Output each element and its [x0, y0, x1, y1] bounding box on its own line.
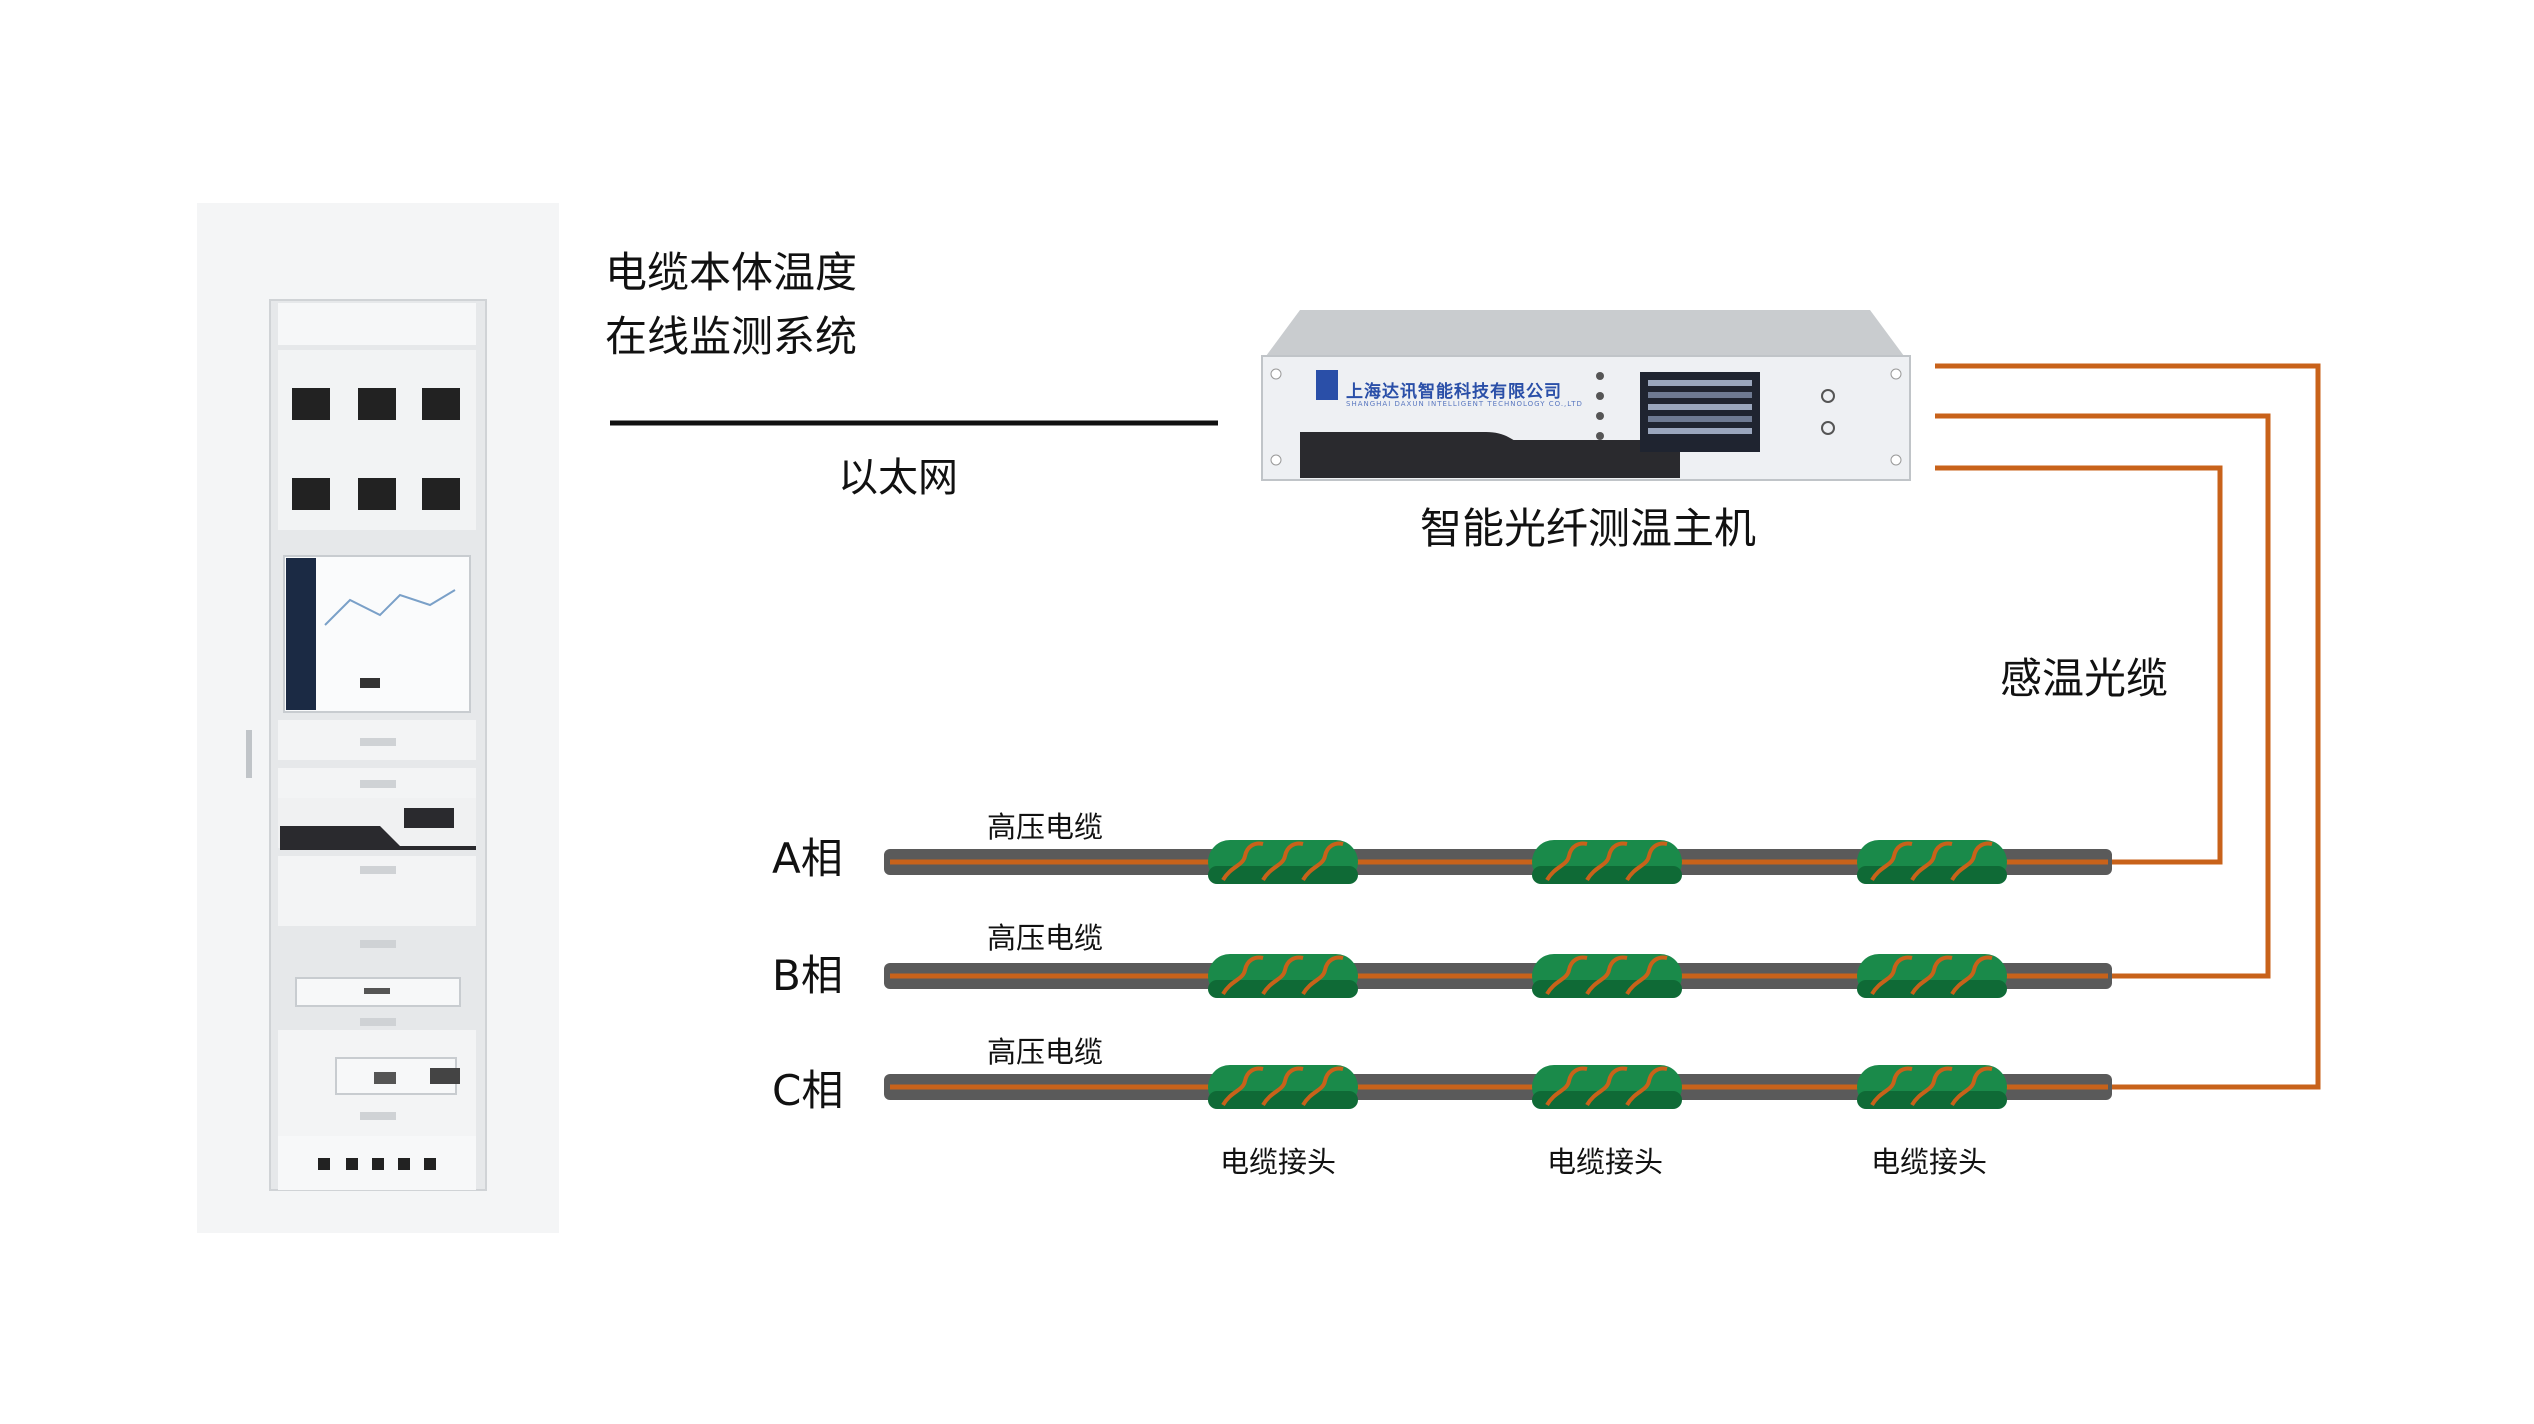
- joint-fiber-wrap: [1261, 841, 1304, 882]
- phase-b-label: B相: [772, 951, 843, 1000]
- cable-phase-c: [884, 1065, 2112, 1109]
- joint-fiber-wrap: [1261, 1066, 1304, 1107]
- joint-shadow: [1208, 980, 1358, 998]
- joint-fiber-wrap: [1545, 841, 1588, 882]
- cable-joint: [1857, 840, 2007, 884]
- cabinet-handle: [246, 730, 252, 778]
- host-label: 智能光纤测温主机: [1420, 504, 1757, 553]
- joint-fiber-wrap: [1625, 841, 1668, 882]
- joint-fiber-wrap: [1545, 955, 1588, 996]
- joint-fiber-wrap: [1545, 1066, 1588, 1107]
- device-button-2: [1821, 421, 1835, 435]
- joint-fiber-wrap: [1221, 1066, 1264, 1107]
- cabinet-screen: [283, 555, 471, 713]
- joint-shadow: [1208, 866, 1358, 884]
- joint-shadow: [1532, 1091, 1682, 1109]
- joint-fiber-wrap: [1261, 955, 1304, 996]
- joint-fiber-wrap: [1221, 841, 1264, 882]
- hv-cable-label-a: 高压电缆: [987, 810, 1104, 844]
- joint-fiber-wrap: [1910, 841, 1953, 882]
- fiber-label: 感温光缆: [2000, 654, 2169, 703]
- joint-label-2: 电缆接头: [1547, 1145, 1664, 1179]
- joint-fiber-wrap: [1950, 1066, 1993, 1107]
- cable-joint: [1208, 1065, 1358, 1109]
- cable-joint: [1532, 954, 1682, 998]
- cable-phase-b: [884, 954, 2112, 998]
- cable-joint: [1857, 954, 2007, 998]
- joint-fiber-wrap: [1870, 955, 1913, 996]
- device-brand-en: SHANGHAI DAXUN INTELLIGENT TECHNOLOGY CO…: [1346, 400, 1583, 408]
- cable-joint: [1208, 954, 1358, 998]
- cable-joint: [1857, 1065, 2007, 1109]
- joint-fiber-wrap: [1301, 841, 1344, 882]
- cabinet-vents: [318, 1158, 436, 1170]
- sensing-fiber-routes: [1935, 363, 2321, 1090]
- host-device: [1261, 310, 1911, 481]
- system-title-line2: 在线监测系统: [605, 312, 858, 361]
- joint-fiber-wrap: [1221, 955, 1264, 996]
- cabinet-meters: [292, 388, 460, 510]
- joint-shadow: [1857, 1091, 2007, 1109]
- joint-fiber-wrap: [1301, 955, 1344, 996]
- joint-fiber-wrap: [1910, 1066, 1953, 1107]
- joint-fiber-wrap: [1625, 955, 1668, 996]
- joint-shadow: [1532, 980, 1682, 998]
- device-brand: 上海达讯智能科技有限公司: [1346, 382, 1562, 402]
- hv-cable-label-b: 高压电缆: [987, 921, 1104, 955]
- joint-shadow: [1532, 866, 1682, 884]
- phase-c-label: C相: [772, 1066, 844, 1115]
- fiber-route-a: [1935, 465, 2223, 865]
- joint-shadow: [1208, 1091, 1358, 1109]
- joint-fiber-wrap: [1950, 955, 1993, 996]
- hv-cables: [884, 840, 2112, 1109]
- joint-shadow: [1857, 980, 2007, 998]
- cabinet-host-unit: [278, 798, 476, 850]
- joint-fiber-wrap: [1585, 955, 1628, 996]
- ethernet-label: 以太网: [838, 455, 958, 501]
- monitoring-cabinet: [197, 203, 559, 1233]
- joint-fiber-wrap: [1950, 841, 1993, 882]
- joint-fiber-wrap: [1625, 1066, 1668, 1107]
- joint-label-3: 电缆接头: [1871, 1145, 1988, 1179]
- cable-phase-a: [884, 840, 2112, 884]
- joint-label-1: 电缆接头: [1220, 1145, 1337, 1179]
- joint-fiber-wrap: [1585, 841, 1628, 882]
- brand-logo-icon: [1316, 370, 1338, 400]
- joint-fiber-wrap: [1585, 1066, 1628, 1107]
- joint-fiber-wrap: [1870, 841, 1913, 882]
- joint-fiber-wrap: [1301, 1066, 1344, 1107]
- joint-fiber-wrap: [1870, 1066, 1913, 1107]
- cable-joint: [1532, 1065, 1682, 1109]
- cable-joint: [1208, 840, 1358, 884]
- joint-fiber-wrap: [1910, 955, 1953, 996]
- fiber-route-b: [1935, 413, 2271, 979]
- joint-shadow: [1857, 866, 2007, 884]
- cable-joint: [1532, 840, 1682, 884]
- hv-cable-label-c: 高压电缆: [987, 1035, 1104, 1069]
- phase-a-label: A相: [772, 834, 843, 883]
- system-title-line1: 电缆本体温度: [605, 248, 858, 297]
- fiber-route-c: [1935, 363, 2321, 1090]
- device-button-1: [1821, 389, 1835, 403]
